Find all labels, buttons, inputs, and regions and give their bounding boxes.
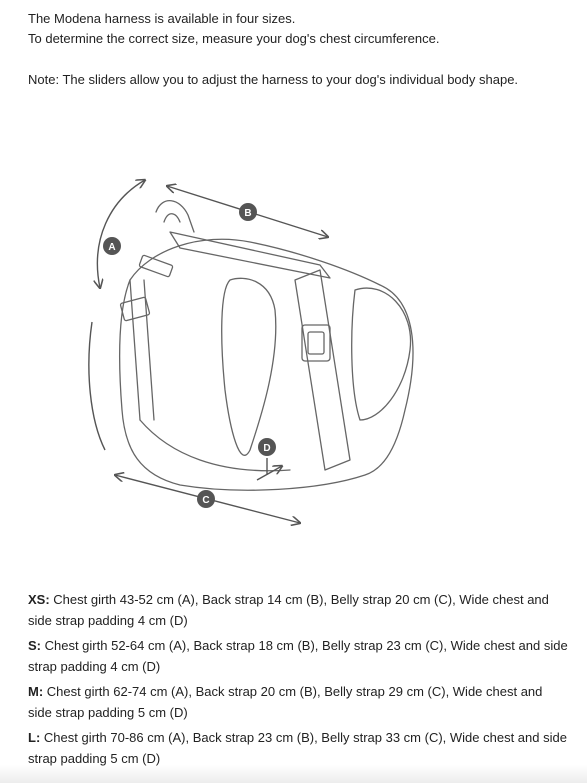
- size-details: Chest girth 43-52 cm (A), Back strap 14 …: [28, 592, 549, 628]
- intro-note: Note: The sliders allow you to adjust th…: [28, 72, 519, 87]
- harness-outline: [118, 238, 414, 491]
- arrow-a: [97, 180, 145, 288]
- intro-text: The Modena harness is available in four …: [28, 9, 568, 90]
- size-code: L:: [28, 730, 41, 745]
- label-b: B: [244, 208, 251, 219]
- size-m: M: Chest girth 62-74 cm (A), Back strap …: [28, 681, 568, 723]
- size-code: M:: [28, 684, 44, 699]
- intro-line-sizes: The Modena harness is available in four …: [28, 11, 296, 26]
- chest-strap: [129, 279, 155, 421]
- size-list: XS: Chest girth 43-52 cm (A), Back strap…: [28, 589, 568, 773]
- label-c-badge: C: [197, 490, 215, 508]
- label-a: A: [108, 242, 115, 253]
- size-code: XS:: [28, 592, 50, 607]
- label-d: D: [263, 443, 270, 454]
- label-d-badge: D: [258, 438, 276, 456]
- label-b-badge: B: [239, 203, 257, 221]
- arrow-d: [256, 458, 282, 481]
- size-xs: XS: Chest girth 43-52 cm (A), Back strap…: [28, 589, 568, 631]
- front-buckle: [119, 296, 151, 322]
- size-l: L: Chest girth 70-86 cm (A), Back strap …: [28, 727, 568, 769]
- belly-strap: [294, 269, 351, 471]
- arrow-a-lower: [88, 321, 106, 451]
- harness-diagram: A B C D: [88, 170, 414, 540]
- rear-buckle: [301, 324, 331, 362]
- size-details: Chest girth 70-86 cm (A), Back strap 23 …: [28, 730, 567, 766]
- label-c: C: [202, 495, 209, 506]
- bottom-fade: [0, 765, 587, 783]
- size-details: Chest girth 52-64 cm (A), Back strap 18 …: [28, 638, 568, 674]
- handle-loop: [155, 200, 195, 233]
- size-code: S:: [28, 638, 41, 653]
- top-strap: [169, 231, 331, 279]
- size-s: S: Chest girth 52-64 cm (A), Back strap …: [28, 635, 568, 677]
- label-a-badge: A: [103, 237, 121, 255]
- side-panel: [221, 277, 277, 456]
- intro-line-measure: To determine the correct size, measure y…: [28, 31, 440, 46]
- size-details: Chest girth 62-74 cm (A), Back strap 20 …: [28, 684, 543, 720]
